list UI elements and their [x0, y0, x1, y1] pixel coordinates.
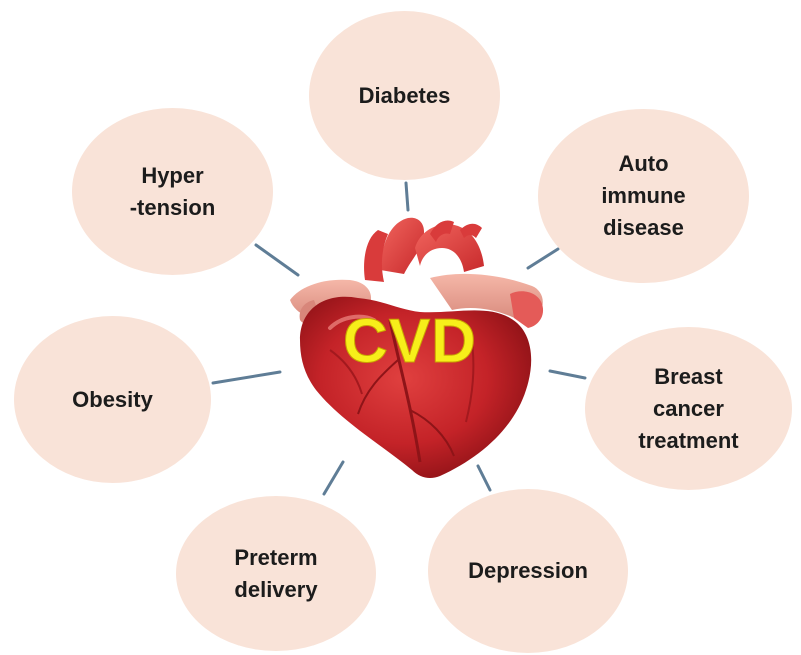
risk-bubble-depression: Depression: [428, 489, 628, 653]
risk-label-diabetes: Diabetes: [359, 80, 451, 112]
risk-bubble-hypertension: Hyper -tension: [72, 108, 273, 275]
risk-bubble-autoimmune-disease: Auto immune disease: [538, 109, 749, 283]
risk-bubble-breast-cancer-treatment: Breast cancer treatment: [585, 327, 792, 490]
risk-bubble-obesity: Obesity: [14, 316, 211, 483]
cvd-title: CVD: [320, 306, 500, 377]
risk-label-hypertension: Hyper -tension: [130, 160, 216, 224]
risk-label-obesity: Obesity: [72, 384, 153, 416]
risk-label-depression: Depression: [468, 555, 588, 587]
risk-label-autoimmune-disease: Auto immune disease: [601, 148, 685, 244]
risk-bubble-preterm-delivery: Preterm delivery: [176, 496, 376, 651]
risk-bubble-diabetes: Diabetes: [309, 11, 500, 180]
risk-label-preterm-delivery: Preterm delivery: [234, 542, 317, 606]
risk-label-breast-cancer-treatment: Breast cancer treatment: [638, 361, 738, 457]
